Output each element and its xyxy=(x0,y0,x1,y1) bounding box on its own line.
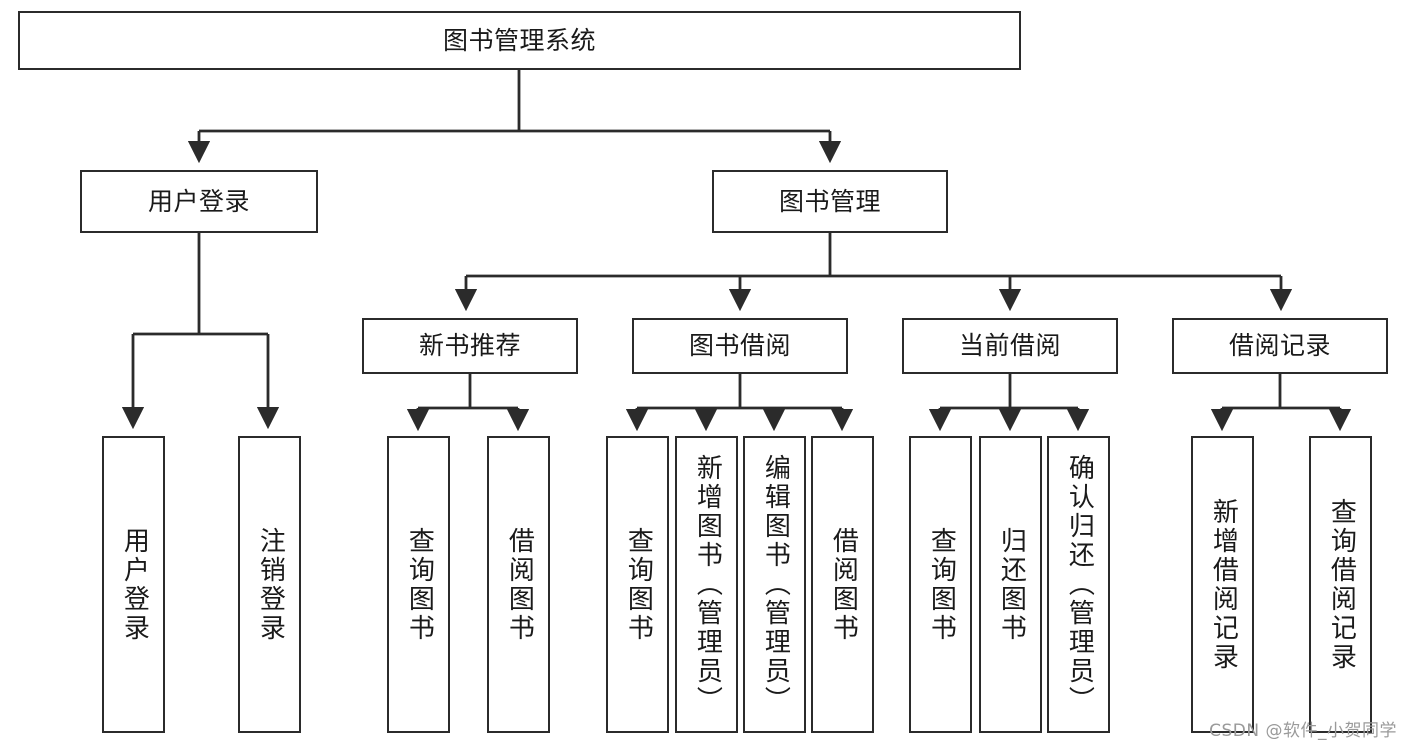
leaf-return-book[interactable]: 归还图书 xyxy=(979,436,1042,733)
node-label: 图书管理 xyxy=(778,186,881,216)
leaf-borrow-book-1[interactable]: 借阅图书 xyxy=(487,436,550,733)
node-user-login[interactable]: 用户登录 xyxy=(80,170,318,233)
node-label: 归还图书 xyxy=(996,526,1027,643)
node-new-book-recommend[interactable]: 新书推荐 xyxy=(362,318,578,374)
leaf-logout-login[interactable]: 注销登录 xyxy=(238,436,301,733)
leaf-user-login[interactable]: 用户登录 xyxy=(102,436,165,733)
node-root-system[interactable]: 图书管理系统 xyxy=(18,11,1021,70)
leaf-query-book-1[interactable]: 查询图书 xyxy=(387,436,450,733)
leaf-add-record[interactable]: 新增借阅记录 xyxy=(1191,436,1254,733)
leaf-edit-book[interactable]: 编辑图书（管理员） xyxy=(743,436,806,733)
node-label: 确认归还（管理员） xyxy=(1064,454,1095,715)
node-label: 新书推荐 xyxy=(418,331,521,361)
node-label: 借阅记录 xyxy=(1228,331,1331,361)
node-current-borrow[interactable]: 当前借阅 xyxy=(902,318,1118,374)
leaf-query-record[interactable]: 查询借阅记录 xyxy=(1309,436,1372,733)
leaf-confirm-return[interactable]: 确认归还（管理员） xyxy=(1047,436,1110,733)
node-label: 注销登录 xyxy=(255,526,286,643)
watermark-text: CSDN @软件_小贺同学 xyxy=(1209,721,1397,741)
leaf-query-book-3[interactable]: 查询图书 xyxy=(909,436,972,733)
leaf-query-book-2[interactable]: 查询图书 xyxy=(606,436,669,733)
leaf-add-book[interactable]: 新增图书（管理员） xyxy=(675,436,738,733)
node-label: 查询借阅记录 xyxy=(1326,497,1357,672)
node-book-manage[interactable]: 图书管理 xyxy=(712,170,948,233)
node-label: 查询图书 xyxy=(404,526,435,643)
node-label: 查询图书 xyxy=(926,526,957,643)
node-label: 用户登录 xyxy=(119,526,150,643)
node-label: 用户登录 xyxy=(147,186,250,216)
node-label: 图书借阅 xyxy=(688,331,791,361)
node-label: 查询图书 xyxy=(623,526,654,643)
node-label: 借阅图书 xyxy=(504,526,535,643)
node-label: 新增借阅记录 xyxy=(1208,497,1239,672)
node-label: 编辑图书（管理员） xyxy=(760,454,791,715)
node-label: 新增图书（管理员） xyxy=(692,454,723,715)
leaf-borrow-book-2[interactable]: 借阅图书 xyxy=(811,436,874,733)
node-book-borrow[interactable]: 图书借阅 xyxy=(632,318,848,374)
node-label: 图书管理系统 xyxy=(442,25,596,55)
node-label: 当前借阅 xyxy=(958,331,1061,361)
node-label: 借阅图书 xyxy=(828,526,859,643)
node-borrow-record[interactable]: 借阅记录 xyxy=(1172,318,1388,374)
